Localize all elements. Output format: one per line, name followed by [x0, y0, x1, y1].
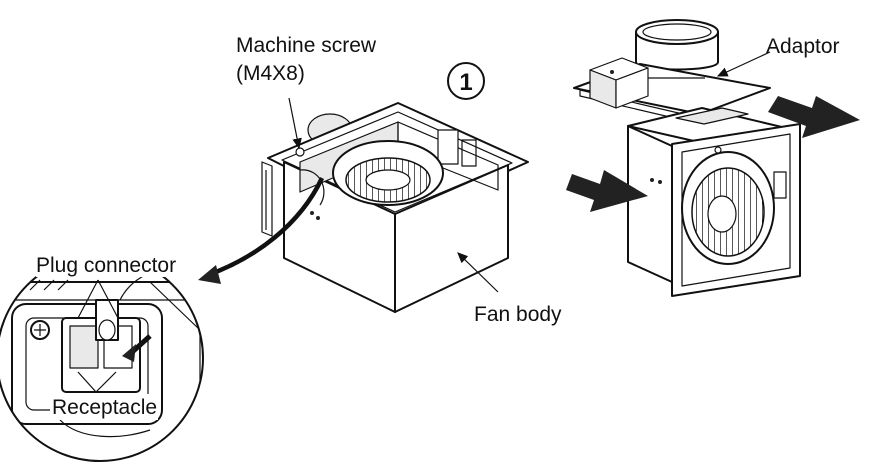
zoom-arrow-head-icon	[198, 265, 221, 284]
zoom-arrow-icon	[207, 177, 325, 278]
fan-body-right-drawing	[627, 107, 801, 297]
zoom-detail	[0, 255, 203, 461]
machine-screw-label: Machine screw	[236, 34, 377, 57]
machine-screw-leader	[288, 97, 302, 150]
adaptor-drawing	[573, 19, 771, 125]
adaptor-leader	[716, 51, 771, 77]
plug-connector-leaders	[77, 279, 119, 319]
step-number: 1	[459, 69, 472, 96]
direction-arrow-icon	[566, 170, 648, 212]
step-badge-icon: 1	[447, 62, 485, 100]
plug-connector-label: Plug connector	[36, 254, 176, 277]
direction-arrow-icon	[768, 96, 860, 138]
receptacle-label: Receptacle	[52, 396, 157, 419]
receptacle-leaders	[77, 371, 117, 393]
fan-body-leader	[457, 252, 499, 293]
machine-screw-size-label: (M4X8)	[236, 62, 305, 85]
fan-body-label: Fan body	[474, 303, 562, 326]
adaptor-label: Adaptor	[766, 35, 840, 58]
fan-body-drawing	[261, 102, 529, 313]
